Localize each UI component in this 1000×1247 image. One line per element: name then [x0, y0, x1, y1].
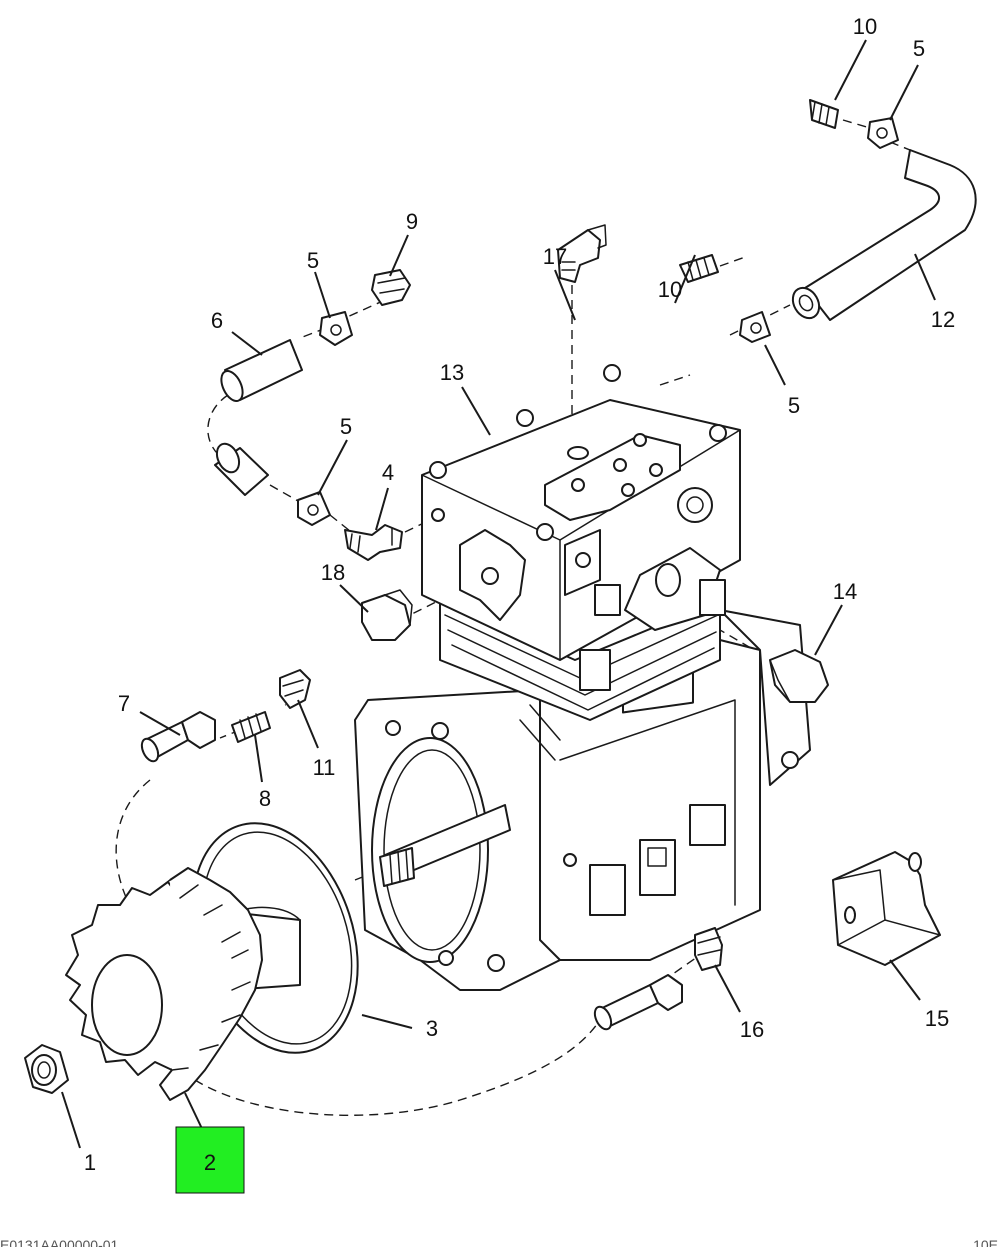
highlight-box-2 [175, 1126, 245, 1194]
drive-gear-part [65, 867, 301, 1101]
callout-18: 18 [321, 560, 345, 585]
callout-3: 3 [426, 1016, 438, 1041]
crankshaft [379, 804, 511, 887]
callout-15: 15 [925, 1006, 949, 1031]
callout-9: 9 [406, 209, 418, 234]
callout-4: 4 [382, 460, 394, 485]
callout-17: 17 [543, 244, 567, 269]
callout-12: 12 [931, 307, 955, 332]
leader-lines [61, 39, 936, 1149]
callout-13: 13 [440, 360, 464, 385]
callout-6: 6 [211, 308, 223, 333]
compressor-housing [354, 364, 811, 991]
callout-10-top: 10 [853, 14, 877, 39]
footer-page-code: 10E [973, 1237, 998, 1247]
callout-14: 14 [833, 579, 857, 604]
callout-11: 11 [313, 755, 336, 780]
callout-1: 1 [84, 1150, 96, 1175]
callout-16: 16 [740, 1017, 764, 1042]
callout-5-middle-left: 5 [340, 414, 352, 439]
callout-10-middle: 10 [658, 277, 682, 302]
callout-2: 2 [204, 1150, 216, 1175]
fittings [140, 99, 977, 1031]
nut-part [24, 1044, 69, 1094]
callout-8: 8 [259, 786, 271, 811]
callout-7: 7 [118, 691, 130, 716]
bracket-part [832, 851, 941, 966]
callout-5-top-right: 5 [913, 36, 925, 61]
callout-5-upper-left: 5 [307, 248, 319, 273]
callout-labels: 1 2 3 4 5 5 5 5 6 7 8 9 10 10 11 12 13 1… [84, 14, 955, 1175]
callout-5-right: 5 [788, 393, 800, 418]
footer-reference-code: E0131AA00000-01 [0, 1237, 119, 1247]
